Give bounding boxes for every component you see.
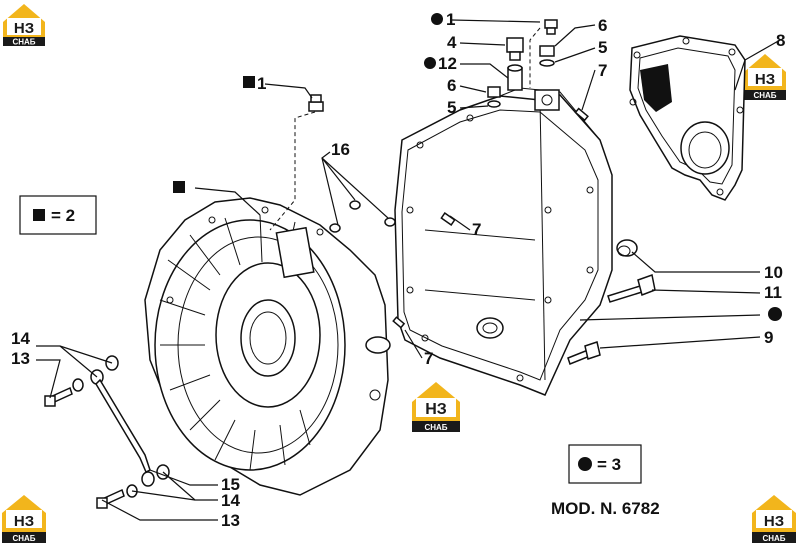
callout-5-left: 5 <box>447 98 456 117</box>
svg-text:СНАБ: СНАБ <box>762 534 785 543</box>
callout-16: 16 <box>331 140 350 159</box>
earth-strap-assembly <box>44 355 170 509</box>
circle-marker <box>424 57 436 69</box>
callout-12: 12 <box>438 54 457 73</box>
callout-1-left: 1 <box>257 74 266 93</box>
plug-part-6-left <box>487 86 501 108</box>
legend-circle: = 3 <box>568 444 642 484</box>
callout-10: 10 <box>764 263 783 282</box>
dowel-pin-top <box>574 107 589 122</box>
svg-text:НЗ: НЗ <box>14 20 34 37</box>
gearbox-housing-part <box>394 87 613 396</box>
leader-lines <box>36 19 781 521</box>
callout-1-top: 1 <box>446 10 455 29</box>
callout-7-bottom: 7 <box>424 349 433 368</box>
brand-logo-bottom-left: НЗ СНАБ <box>2 495 46 543</box>
callout-13-bottom: 13 <box>221 511 240 530</box>
square-marker <box>243 76 255 88</box>
circle-marker <box>768 307 782 321</box>
callout-6-right: 6 <box>598 16 607 35</box>
assembly-path-plug-top <box>529 27 541 88</box>
callout-15: 15 <box>221 475 240 494</box>
callout-14-bottom: 14 <box>221 491 240 510</box>
bolt-part-11 <box>607 274 656 303</box>
svg-text:НЗ: НЗ <box>764 513 784 530</box>
legend-square: = 2 <box>19 195 97 235</box>
bolt-part-9 <box>567 341 601 365</box>
model-number: MOD. N. 6782 <box>551 499 660 518</box>
brand-logo-top-left: НЗ СНАБ <box>3 4 45 47</box>
callout-14-top: 14 <box>11 329 30 348</box>
svg-text:НЗ: НЗ <box>14 513 34 530</box>
svg-text:СНАБ: СНАБ <box>12 38 35 47</box>
callout-8: 8 <box>776 31 785 50</box>
svg-text:СНАБ: СНАБ <box>12 534 35 543</box>
dowel-pin-bottom <box>392 316 406 329</box>
callout-4: 4 <box>447 33 457 52</box>
callout-13-top: 13 <box>11 349 30 368</box>
brand-logo-bottom-right: НЗ СНАБ <box>752 495 796 543</box>
callout-9: 9 <box>764 328 773 347</box>
o-ring-c <box>384 217 396 227</box>
assembly-path-plug-left <box>269 111 316 231</box>
valve-part-4 <box>506 37 524 61</box>
callout-7-middle: 7 <box>472 220 481 239</box>
cover-plate-part <box>629 35 746 201</box>
svg-text:НЗ: НЗ <box>755 71 775 88</box>
o-ring-a <box>329 223 341 233</box>
svg-text:НЗ: НЗ <box>425 401 447 418</box>
square-marker <box>173 181 185 193</box>
brand-logo-right: НЗ СНАБ <box>744 54 786 100</box>
plug-part-6-right <box>539 45 555 67</box>
svg-text:= 2: = 2 <box>51 206 75 225</box>
plug-part-left <box>308 94 324 112</box>
plug-part-top <box>544 19 558 35</box>
circle-marker <box>431 13 443 25</box>
callout-7-top: 7 <box>598 61 607 80</box>
brand-logo-center: НЗ СНАБ <box>412 382 460 432</box>
svg-text:= 3: = 3 <box>597 455 621 474</box>
svg-text:СНАБ: СНАБ <box>424 423 447 432</box>
bell-housing-part <box>144 197 391 496</box>
sleeve-part-12 <box>507 64 523 91</box>
callout-6-left: 6 <box>447 76 456 95</box>
callout-5-right: 5 <box>598 38 607 57</box>
callout-11: 11 <box>764 283 782 302</box>
svg-text:СНАБ: СНАБ <box>753 91 776 100</box>
o-ring-b <box>349 200 361 210</box>
